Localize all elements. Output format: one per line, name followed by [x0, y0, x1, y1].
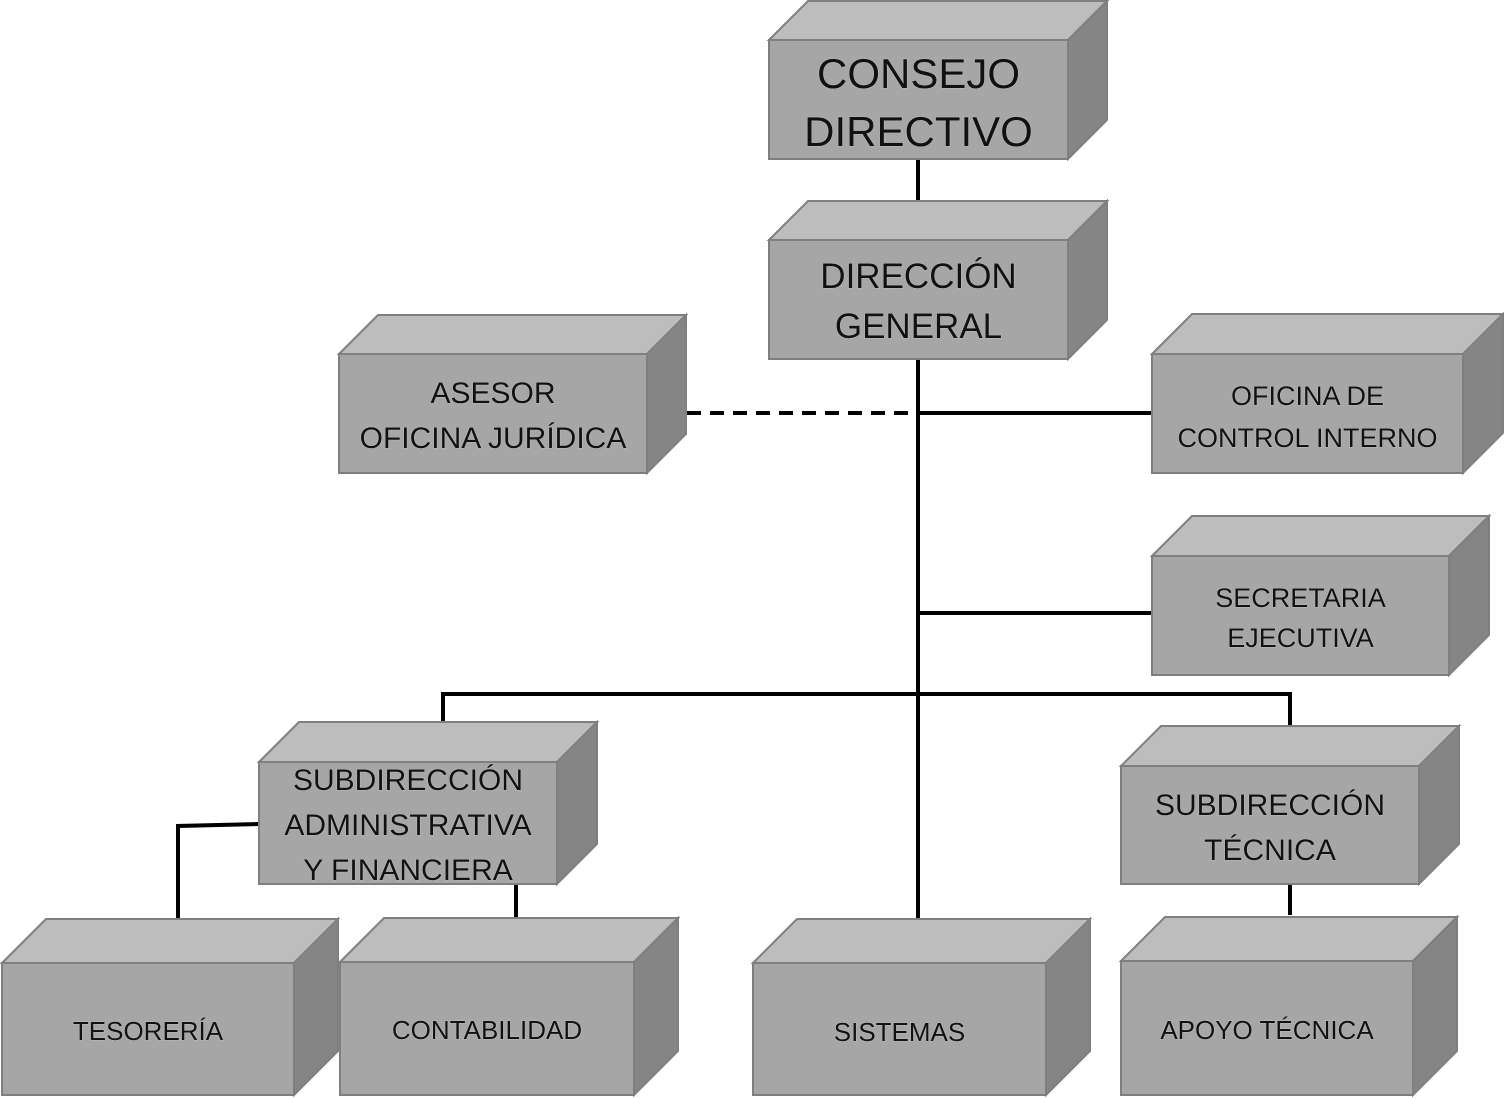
box-label-subtecnica: TÉCNICA: [1204, 834, 1336, 867]
box-top-face: [750, 918, 1093, 964]
box-front-face: [338, 353, 648, 474]
box-label-subadmin: SUBDIRECCIÓN: [293, 764, 523, 797]
box-asesor: ASESOR OFICINA JURÍDICA: [336, 312, 689, 476]
box-label-consejo: CONSEJO: [817, 50, 1020, 97]
box-subtecnica: SUBDIRECCIÓN TÉCNICA: [1118, 723, 1462, 887]
box-tesoreria: TESORERÍA: [0, 916, 341, 1098]
box-label-tesoreria: TESORERÍA: [73, 1016, 224, 1046]
box-label-apoyo: APOYO TÉCNICA: [1160, 1015, 1374, 1045]
box-contabilidad: CONTABILIDAD: [337, 915, 681, 1098]
box-label-secretaria: EJECUTIVA: [1227, 623, 1374, 653]
box-label-direccion: DIRECCIÓN: [820, 257, 1016, 296]
box-front-face: [1120, 765, 1420, 885]
box-label-contabilidad: CONTABILIDAD: [392, 1015, 582, 1045]
box-secretaria: SECRETARIA EJECUTIVA: [1149, 513, 1492, 678]
box-label-subadmin: ADMINISTRATIVA: [284, 809, 531, 842]
box-subadmin: SUBDIRECCIÓN ADMINISTRATIVA Y FINANCIERA: [256, 719, 600, 888]
box-label-subtecnica: SUBDIRECCIÓN: [1155, 789, 1385, 822]
box-top-face: [256, 721, 600, 763]
box-top-face: [1149, 515, 1492, 557]
box-front-face: [752, 962, 1047, 1096]
box-front-face: [768, 239, 1069, 360]
box-label-secretaria: SECRETARIA: [1215, 583, 1386, 613]
box-front-face: [339, 961, 635, 1096]
box-top-face: [1118, 725, 1462, 767]
box-direccion: DIRECCIÓN GENERAL: [766, 198, 1110, 362]
box-label-asesor: ASESOR: [430, 377, 555, 410]
box-top-face: [1149, 313, 1504, 355]
box-front-face: [1120, 960, 1414, 1096]
box-top-face: [0, 918, 341, 964]
box-top-face: [766, 200, 1110, 241]
box-label-control: CONTROL INTERNO: [1177, 423, 1437, 453]
box-front-face: [258, 761, 558, 885]
box-label-asesor: OFICINA JURÍDICA: [360, 422, 627, 455]
box-label-control: OFICINA DE: [1231, 381, 1384, 411]
box-top-face: [1118, 916, 1460, 962]
box-apoyo: APOYO TÉCNICA: [1118, 914, 1460, 1098]
box-label-consejo: DIRECTIVO: [804, 108, 1033, 155]
box-top-face: [337, 917, 681, 963]
connectors: [176, 159, 1292, 918]
box-front-face: [1, 962, 295, 1096]
box-top-face: [336, 314, 689, 355]
box-front-face: [1151, 353, 1464, 474]
box-front-face: [1151, 555, 1450, 676]
edge-subadmin-tesoreria: [176, 822, 260, 918]
box-top-face: [766, 0, 1110, 41]
box-front-face: [768, 39, 1069, 160]
box-label-subadmin: Y FINANCIERA: [303, 854, 513, 887]
box-label-direccion: GENERAL: [835, 307, 1002, 346]
box-control: OFICINA DE CONTROL INTERNO: [1149, 311, 1504, 476]
box-consejo: CONSEJO DIRECTIVO: [766, 0, 1110, 162]
box-sistemas: SISTEMAS: [750, 916, 1093, 1098]
box-label-sistemas: SISTEMAS: [834, 1017, 965, 1047]
